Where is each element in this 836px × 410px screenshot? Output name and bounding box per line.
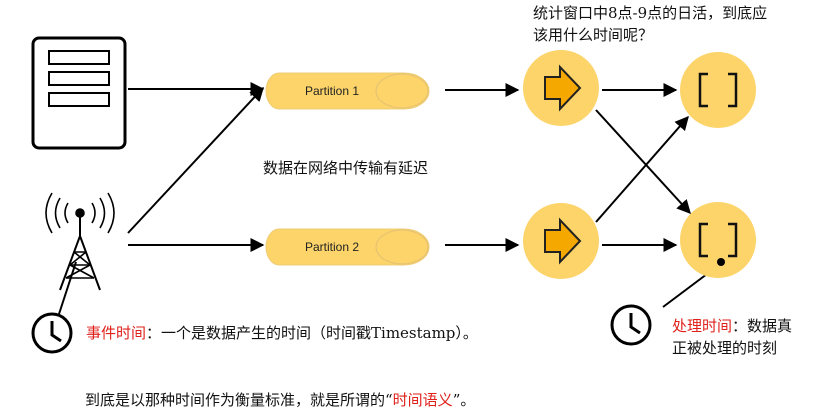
partition-2-cylinder: Partition 2 xyxy=(265,228,430,266)
clock-icon xyxy=(610,304,652,346)
window-bracket-icon xyxy=(698,222,738,258)
arrow-right-icon xyxy=(544,217,582,265)
operator-circle-2 xyxy=(523,203,599,279)
processing-time-text: 处理时间：数据真 xyxy=(672,316,792,336)
clock-icon xyxy=(31,312,73,354)
question-line-2: 该用什么时间呢？ xyxy=(533,26,654,44)
processing-time-term: 处理时间 xyxy=(672,317,733,335)
processing-time-desc-2: 正被处理的时刻 xyxy=(672,339,778,357)
conclusion-suffix: ”。 xyxy=(452,391,476,409)
partition-1-cylinder: Partition 1 xyxy=(265,72,430,110)
processing-time-desc-1: ：数据真 xyxy=(732,317,793,335)
operator-circle-1 xyxy=(523,50,599,126)
arrow-right-icon xyxy=(544,64,582,112)
conclusion-term: 时间语义 xyxy=(392,391,453,409)
question-line-1: 统计窗口中8点-9点的日活，到底应 xyxy=(533,4,768,22)
flow-arrows xyxy=(127,82,691,252)
conclusion-text: 到底是以那种时间作为衡量标准，就是所谓的“时间语义”。 xyxy=(85,390,475,410)
partition-2-label: Partition 2 xyxy=(305,240,359,254)
conclusion-prefix: 到底是以那种时间作为衡量标准，就是所谓的“ xyxy=(85,391,393,409)
window-bracket-icon xyxy=(698,72,738,108)
event-time-term: 事件时间 xyxy=(86,324,147,342)
event-time-desc: ：一个是数据产生的时间（时间戳Timestamp）。 xyxy=(146,324,478,342)
network-delay-note: 数据在网络中传输有延迟 xyxy=(263,159,429,177)
antenna-tower-icon xyxy=(45,192,115,291)
event-time-text: 事件时间：一个是数据产生的时间（时间戳Timestamp）。 xyxy=(86,323,478,343)
window-circle-1 xyxy=(680,52,756,128)
server-icon xyxy=(31,36,127,150)
window-circle-2 xyxy=(680,202,756,278)
partition-1-label: Partition 1 xyxy=(305,84,359,98)
